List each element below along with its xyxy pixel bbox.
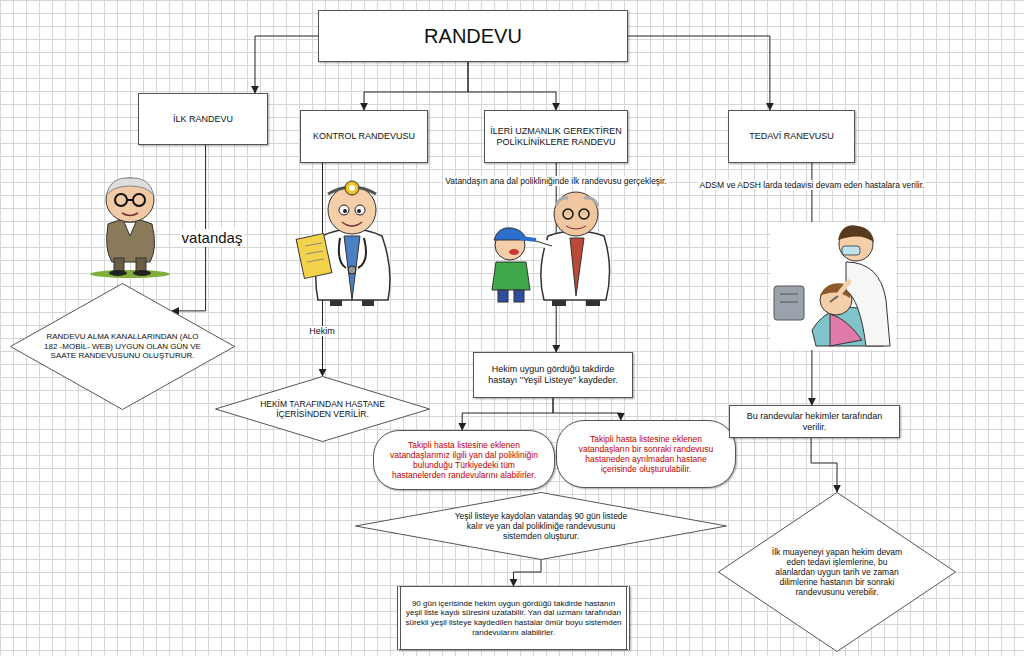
connector-arrow — [468, 62, 556, 110]
node-text: RANDEVU — [424, 24, 522, 48]
connector-arrow — [811, 438, 837, 492]
old-man-figure — [90, 178, 170, 278]
connector-arrow — [628, 36, 770, 110]
connector-arrow — [172, 145, 206, 311]
node-text: İlk muayeneyi yapan hekim devam eden ted… — [772, 547, 903, 598]
decision-diamond: RANDEVU ALMA KANALLARINDAN (ALO 182 -MOB… — [10, 283, 235, 410]
node-text: Yeşil listeye kaydolan vatandaş 90 gün l… — [448, 511, 634, 542]
node-text: İLK RANDEVU — [173, 114, 233, 125]
process-box: TEDAVİ RANEVUSU — [728, 110, 855, 163]
rounded-note-box: Takipli hasta listesine eklenen vatandaş… — [373, 430, 555, 490]
node-text: Bu randevular hekimler tarafından verili… — [734, 411, 895, 433]
connector-arrow — [553, 398, 621, 420]
note-label: ADSM ve ADSH larda tedavisi devam eden h… — [698, 180, 927, 190]
node-text: KONTROL RANDEVUSU — [313, 131, 415, 142]
connector-arrow — [364, 62, 468, 110]
diamond-shape — [11, 284, 235, 410]
process-box: 90 gün içerisinde hekim uygun gördüğü ta… — [397, 586, 630, 650]
diamond-shape — [356, 493, 727, 560]
dentist-scene — [770, 222, 896, 350]
process-box: Bu randevular hekimler tarafından verili… — [729, 405, 900, 438]
node-text: Takipli hasta listesine eklenen vatandaş… — [569, 434, 723, 475]
doctor-and-boy-figure — [492, 192, 610, 306]
process-box: İLK RANDEVU — [138, 93, 268, 145]
node-text: İLERİ UZMANLIK GEREKTİREN POLİKLİNİKLERE… — [489, 126, 623, 148]
node-text: RANDEVU ALMA KANALLARINDAN (ALO 182 -MOB… — [44, 332, 202, 361]
node-text: Takipli hasta listesine eklenen vatandaş… — [386, 440, 542, 481]
diamond-shape — [719, 493, 956, 652]
decision-diamond: İlk muayeneyi yapan hekim devam eden ted… — [718, 492, 956, 652]
process-box: RANDEVU — [318, 10, 628, 62]
rounded-note-box: Takipli hasta listesine eklenen vatandaş… — [556, 420, 736, 488]
node-text: TEDAVİ RANEVUSU — [749, 131, 833, 142]
doctor-figure — [296, 181, 390, 306]
node-text: Hekim uygun gördüğü takdirde hastayı ''Y… — [478, 364, 628, 386]
decision-diamond: Yeşil listeye kaydolan vatandaş 90 gün l… — [355, 492, 727, 560]
connector-arrow — [514, 560, 542, 586]
process-box: KONTROL RANDEVUSU — [300, 110, 428, 163]
process-box: İLERİ UZMANLIK GEREKTİREN POLİKLİNİKLERE… — [484, 110, 628, 163]
connector-arrow — [462, 398, 553, 430]
process-box: Hekim uygun gördüğü takdirde hastayı ''Y… — [473, 352, 633, 398]
note-label: Vatandaşın ana dal polikliniğinde ilk ra… — [443, 176, 668, 186]
connector-arrow — [255, 36, 318, 93]
edge-label: Hekim — [307, 326, 337, 337]
node-text: HEKİM TARAFINDAN HASTANE İÇERİSİNDEN VER… — [252, 399, 394, 419]
node-text: 90 gün içerisinde hekim uygun gördüğü ta… — [405, 599, 622, 637]
edge-label: vatandaş — [180, 229, 245, 247]
